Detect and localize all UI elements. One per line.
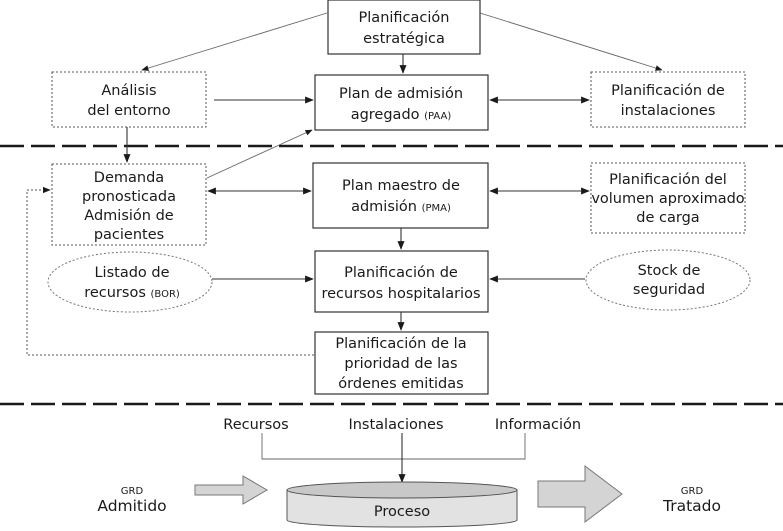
admitted-grd-label: GRD bbox=[121, 486, 144, 497]
treated-grd-label: GRD bbox=[681, 486, 704, 497]
label-line: Planificación de la bbox=[335, 336, 466, 352]
label-line: Análisis bbox=[101, 83, 156, 99]
process-cylinder: Proceso bbox=[286, 481, 518, 528]
label-line: de carga bbox=[636, 210, 699, 226]
label-line: Planificación del bbox=[609, 172, 727, 188]
arrow-strategic-to-environment bbox=[141, 12, 328, 71]
label-line: Stock de bbox=[638, 263, 701, 279]
admitted-label: Admitido bbox=[97, 497, 166, 515]
arrow-strategic-to-facilities bbox=[479, 12, 663, 71]
label-line: pacientes bbox=[94, 227, 164, 243]
box-order-priority-planning: Planificación de la prioridad de las órd… bbox=[314, 331, 489, 395]
label-abbr: (BOR) bbox=[150, 289, 179, 300]
label-line: admisión (PMA) bbox=[351, 199, 451, 215]
label-line: órdenes emitidas bbox=[338, 376, 463, 392]
label-text: agregado bbox=[351, 107, 424, 123]
input-arrow-icon bbox=[194, 475, 268, 505]
label-line: Planificación de bbox=[611, 83, 725, 99]
feedback-priority-to-demand bbox=[26, 186, 314, 356]
ellipse-resource-list: Listado de recursos (BOR) bbox=[47, 251, 213, 313]
arrow-demand-to-aggregate bbox=[206, 129, 313, 179]
label-line: Planificación bbox=[359, 10, 450, 26]
label-line: del entorno bbox=[87, 103, 170, 119]
input-resources-label: Recursos bbox=[223, 417, 288, 433]
label-line: instalaciones bbox=[621, 103, 716, 119]
box-strategic-planning: Planificación estratégica bbox=[327, 0, 481, 55]
label-abbr: (PMA) bbox=[422, 203, 451, 214]
label-text: admisión bbox=[351, 199, 422, 215]
label-line: Listado de bbox=[94, 265, 169, 281]
label-abbr: (PAA) bbox=[424, 111, 451, 122]
input-facilities-label: Instalaciones bbox=[348, 417, 443, 433]
label-line: Plan de admisión bbox=[339, 86, 463, 102]
label-line: volumen aproximado bbox=[591, 191, 744, 207]
label-line: estratégica bbox=[363, 31, 445, 47]
label-line: Admisión de bbox=[84, 208, 173, 224]
process-label: Proceso bbox=[374, 504, 430, 520]
box-forecast-demand: Demanda pronosticada Admisión de pacient… bbox=[51, 163, 207, 246]
box-environment-analysis: Análisis del entorno bbox=[51, 71, 207, 128]
label-line: pronosticada bbox=[82, 189, 176, 205]
label-line: Planificación de bbox=[344, 265, 458, 281]
treated-label: Tratado bbox=[662, 497, 721, 515]
input-information-label: Información bbox=[495, 417, 581, 433]
ellipse-safety-stock: Stock de seguridad bbox=[585, 249, 751, 311]
label-line: Plan maestro de bbox=[342, 178, 460, 194]
label-line: recursos hospitalarios bbox=[321, 286, 480, 302]
label-line: recursos (BOR) bbox=[84, 285, 180, 301]
box-aggregate-plan: Plan de admisión agregado (PAA) bbox=[314, 74, 489, 131]
box-master-plan: Plan maestro de admisión (PMA) bbox=[312, 162, 489, 229]
output-arrow-icon bbox=[537, 464, 623, 524]
box-hospital-resources-planning: Planificación de recursos hospitalarios bbox=[314, 250, 489, 313]
label-line: prioridad de las bbox=[344, 356, 457, 372]
label-text: recursos bbox=[84, 285, 150, 301]
inputs-bracket bbox=[261, 433, 526, 460]
label-line: Demanda bbox=[94, 170, 164, 186]
label-line: seguridad bbox=[633, 282, 705, 298]
box-load-volume-planning: Planificación del volumen aproximado de … bbox=[590, 162, 746, 234]
box-facilities-planning: Planificación de instalaciones bbox=[590, 71, 746, 128]
label-line: agregado (PAA) bbox=[351, 107, 452, 123]
